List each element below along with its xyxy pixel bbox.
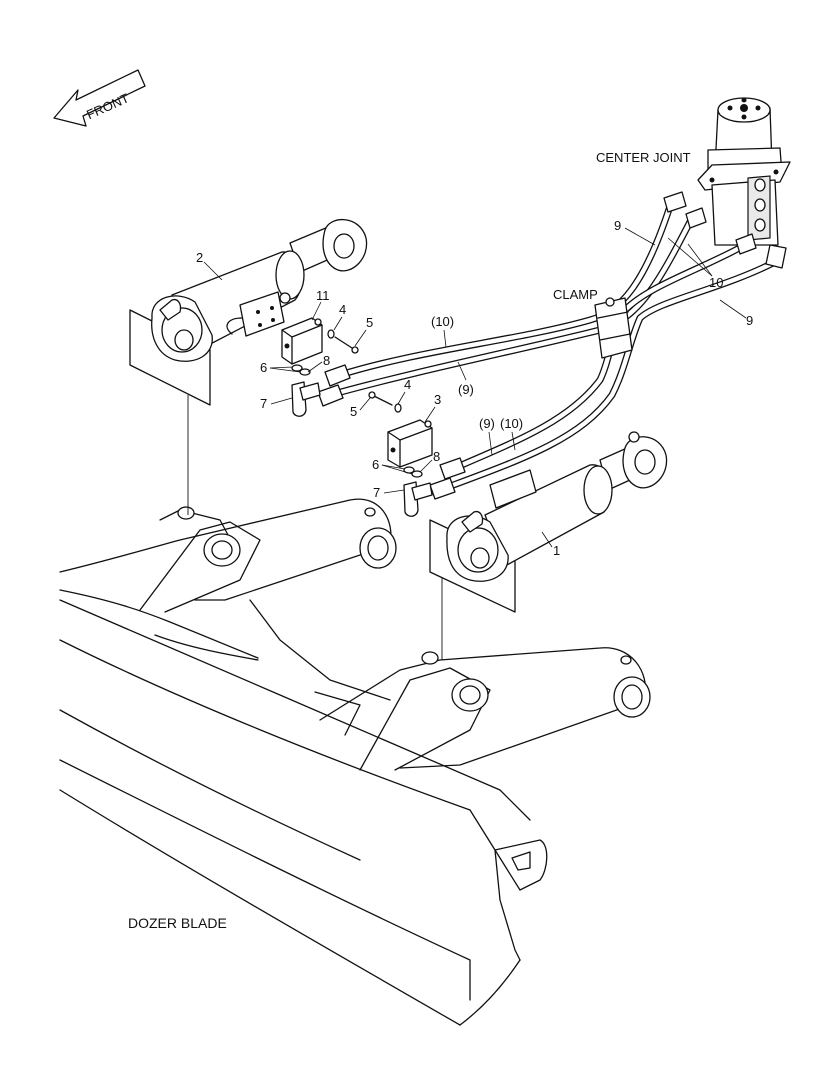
callout-10a: 10: [709, 275, 723, 290]
callout-4a: 4: [339, 302, 346, 317]
clamp: [594, 297, 633, 359]
callout-2: 2: [196, 250, 203, 265]
callout-7a: 7: [260, 396, 267, 411]
callout-6a: 6: [260, 360, 267, 375]
callout-7b: 7: [373, 485, 380, 500]
cylinder-1: [446, 431, 668, 582]
callout-6b: 6: [372, 457, 379, 472]
callout-9a: 9: [614, 218, 621, 233]
dozer-blade-label: DOZER BLADE: [128, 915, 227, 931]
front-arrow: FRONT: [53, 69, 146, 127]
callout-9b: 9: [746, 313, 753, 328]
callout-3: 3: [434, 392, 441, 407]
valve-3: [387, 419, 433, 468]
callout-5a: 5: [366, 315, 373, 330]
valve-11: [281, 317, 323, 365]
dozer-frame: [59, 498, 651, 1026]
callout-10p2: (10): [500, 416, 523, 431]
callout-9p1: (9): [458, 382, 474, 397]
callout-5b: 5: [350, 404, 357, 419]
clamp-label: CLAMP: [553, 287, 598, 302]
center-joint: [697, 97, 791, 246]
callout-10p1: (10): [431, 314, 454, 329]
callout-11: 11: [316, 288, 330, 303]
bolts: [327, 329, 402, 413]
center-joint-label: CENTER JOINT: [596, 150, 691, 165]
callout-1: 1: [553, 543, 560, 558]
elbows: [291, 364, 433, 517]
callout-8b: 8: [433, 449, 440, 464]
callout-9p2: (9): [479, 416, 495, 431]
callout-8a: 8: [323, 353, 330, 368]
callout-4b: 4: [404, 377, 411, 392]
cylinder-2: [151, 218, 368, 362]
hoses: [317, 191, 787, 500]
